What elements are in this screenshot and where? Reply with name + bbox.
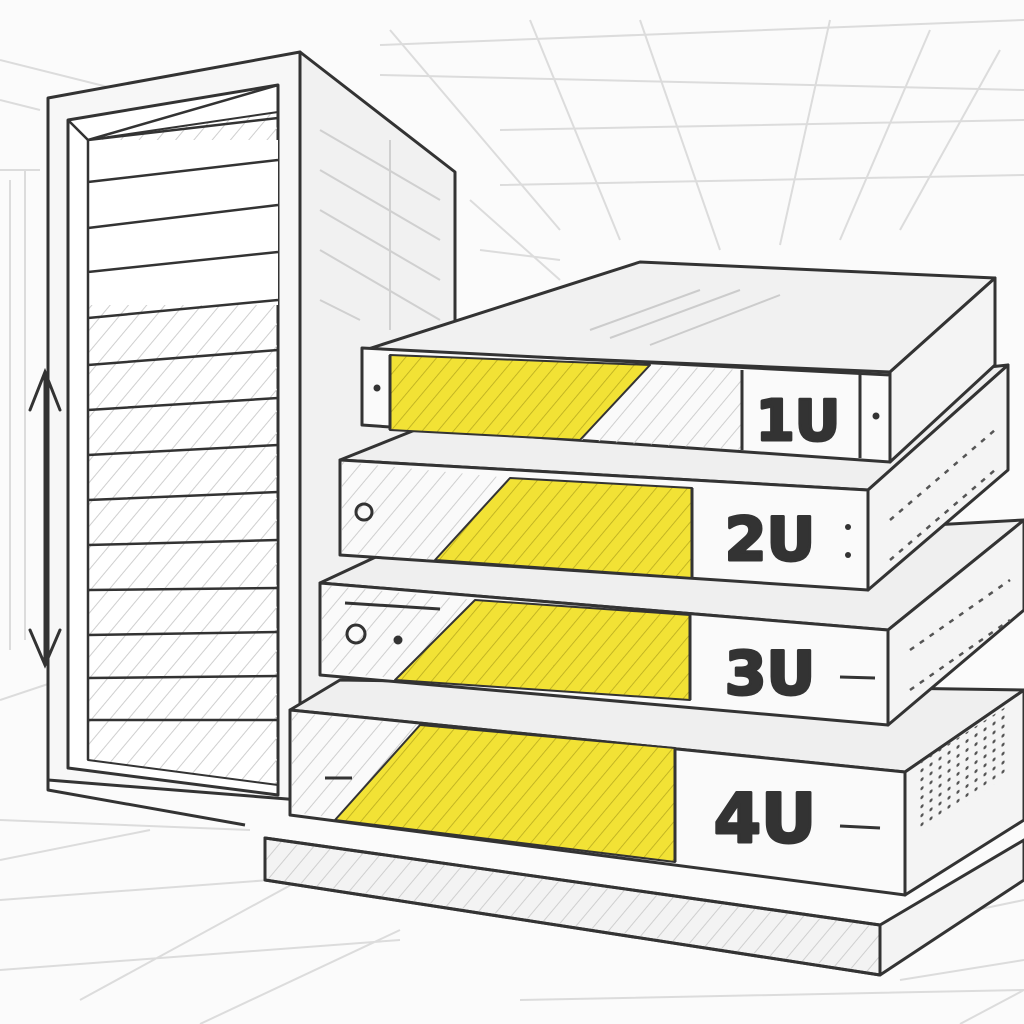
- base-shelf: [263, 836, 1024, 977]
- unit-label-1u: 1U: [756, 389, 840, 454]
- unit-label-2u: 2U: [725, 505, 815, 575]
- unit-label-4u: 4U: [714, 780, 817, 859]
- server-1u: 1U: [360, 260, 997, 464]
- height-arrow-icon: [28, 367, 62, 669]
- server-rack: [46, 50, 457, 827]
- unit-label-3u: 3U: [725, 639, 815, 709]
- server-4u: 4U: [288, 678, 1024, 897]
